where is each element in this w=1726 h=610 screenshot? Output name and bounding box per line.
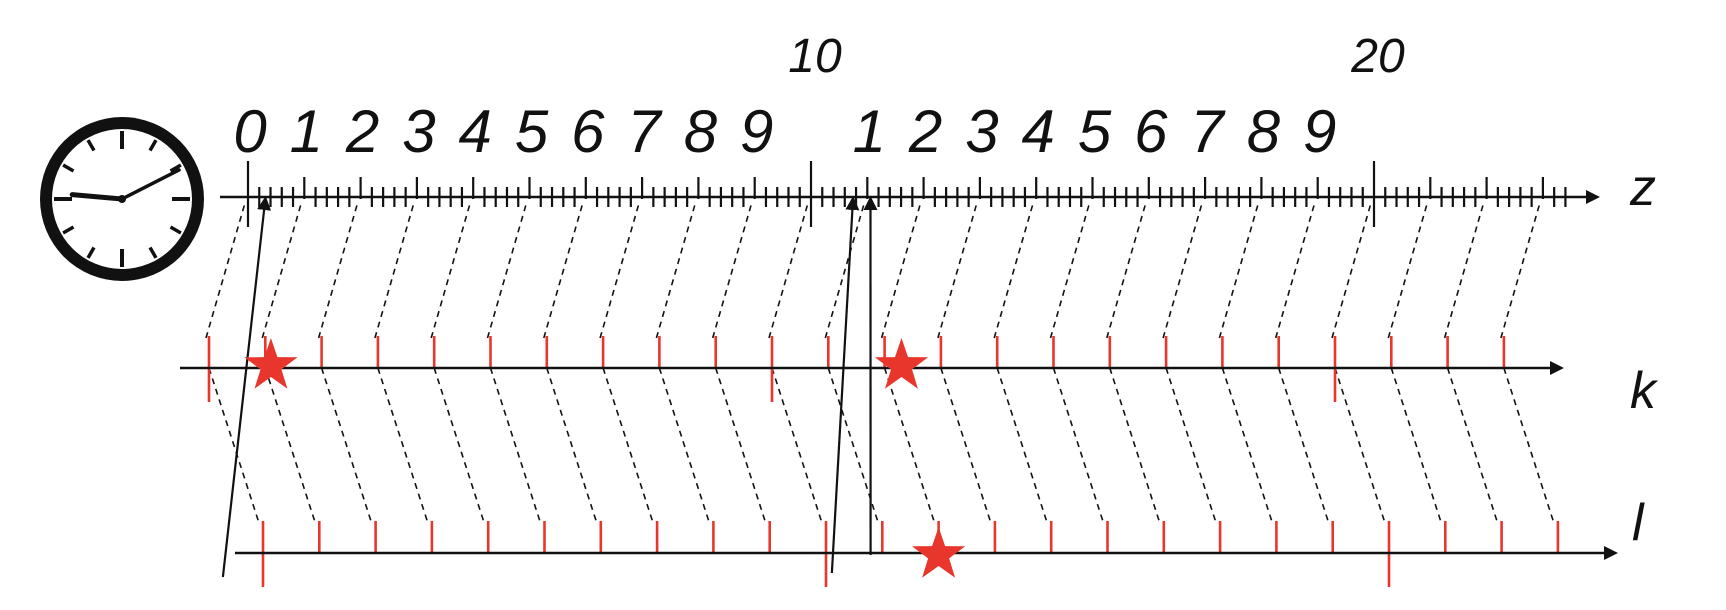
world-line-lower — [1503, 367, 1555, 524]
z-axis-digit-label: 7 — [1190, 98, 1226, 165]
z-axis-decade-label: 10 — [788, 30, 842, 83]
clock-tick — [86, 139, 96, 152]
z-axis-name: z — [1629, 159, 1656, 217]
world-line-upper — [374, 202, 415, 339]
z-axis-decade-labels: 10 20 — [788, 30, 1405, 83]
world-line-upper — [317, 202, 359, 339]
world-line-lower — [1109, 367, 1161, 524]
world-line-lower — [1390, 367, 1443, 524]
z-axis-digit-label: 1 — [290, 98, 323, 165]
signal-ray — [221, 196, 272, 578]
z-axis-digit-label: 0 — [233, 98, 266, 165]
z-axis-digit-label: 5 — [515, 98, 549, 165]
z-axis-digit-label: 8 — [684, 98, 718, 165]
world-line-upper — [1162, 202, 1203, 339]
world-line-upper — [880, 202, 922, 339]
highlight-star — [874, 338, 929, 389]
l-axis-name: l — [1632, 494, 1645, 552]
z-axis-digit-label: 4 — [459, 98, 492, 165]
world-line-lower — [658, 367, 711, 524]
clock-tick — [62, 225, 75, 235]
clock-tick-marks — [54, 131, 190, 267]
world-line-lower — [1446, 367, 1499, 524]
world-line-lower — [940, 367, 992, 524]
world-line-upper — [1443, 202, 1485, 339]
world-line-upper — [1274, 202, 1316, 339]
clock-tick — [86, 246, 96, 259]
highlight-star — [244, 338, 298, 389]
world-line-upper — [768, 202, 809, 339]
world-line-lower — [1277, 367, 1330, 524]
clock-tick — [148, 246, 158, 259]
world-line-upper — [1049, 202, 1091, 339]
z-axis-digit-label: 2 — [345, 98, 379, 165]
clock-tick — [169, 225, 182, 235]
world-line-lower — [264, 367, 317, 524]
world-line-lower — [771, 367, 823, 524]
world-line-upper — [599, 202, 640, 339]
z-axis-decade-label: 20 — [1350, 30, 1405, 83]
world-line-upper — [486, 202, 528, 339]
world-line-upper — [993, 202, 1034, 339]
k-axis-name: k — [1630, 362, 1659, 420]
clock-tick — [148, 139, 158, 152]
z-axis-digit-label: 4 — [1022, 98, 1055, 165]
clock-tick — [62, 163, 75, 173]
world-line-lower — [883, 367, 936, 524]
z-axis-digit-label: 3 — [402, 98, 435, 165]
world-line-upper — [205, 202, 246, 339]
z-axis-digit-label: 6 — [1134, 98, 1168, 165]
world-line-upper — [655, 202, 697, 339]
z-axis-digit-label: 7 — [627, 98, 663, 165]
world-line-upper — [1500, 202, 1541, 339]
world-line-lower — [714, 367, 767, 524]
world-line-upper — [1106, 202, 1147, 339]
z-axis-digit-label: 3 — [965, 98, 998, 165]
world-line-upper — [711, 202, 753, 339]
z-axis-digit-label: 9 — [1303, 98, 1336, 165]
z-axis-ticks — [246, 161, 1567, 227]
z-axis-digit-label: 9 — [740, 98, 773, 165]
world-line-upper — [261, 202, 303, 339]
signal-ray — [830, 196, 860, 574]
world-line-lower — [377, 367, 429, 524]
clock-tick — [169, 163, 182, 173]
world-line-lower — [433, 367, 485, 524]
world-line-lower — [1052, 367, 1105, 524]
world-line-upper — [824, 202, 866, 339]
highlight-star — [912, 527, 966, 578]
world-line-lower — [320, 367, 373, 524]
world-line-upper — [543, 202, 584, 339]
world-line-lower — [602, 367, 654, 524]
world-line-lower — [1221, 367, 1274, 524]
world-line-dashes — [205, 202, 1555, 524]
z-axis-digit-label: 8 — [1247, 98, 1281, 165]
wall-clock-icon — [40, 117, 204, 281]
world-line-lower — [996, 367, 1048, 524]
world-line-upper — [1218, 202, 1260, 339]
z-axis-digit-label: 6 — [571, 98, 605, 165]
world-line-lower — [1165, 367, 1217, 524]
world-line-upper — [1331, 202, 1372, 339]
world-line-upper — [937, 202, 978, 339]
clock-hour-hand — [69, 192, 125, 202]
world-line-upper — [430, 202, 471, 339]
world-line-upper — [1387, 202, 1429, 339]
z-axis-digit-label: 1 — [853, 98, 886, 165]
world-line-lower — [1334, 367, 1386, 524]
signal-rays — [221, 196, 878, 578]
clock-minute-hand — [120, 168, 181, 201]
world-line-lower — [489, 367, 542, 524]
world-line-lower — [208, 367, 260, 524]
world-line-lower — [546, 367, 598, 524]
highlight-stars — [244, 338, 966, 578]
z-axis-digit-label: 5 — [1078, 98, 1112, 165]
z-axis-digit-label: 2 — [908, 98, 942, 165]
